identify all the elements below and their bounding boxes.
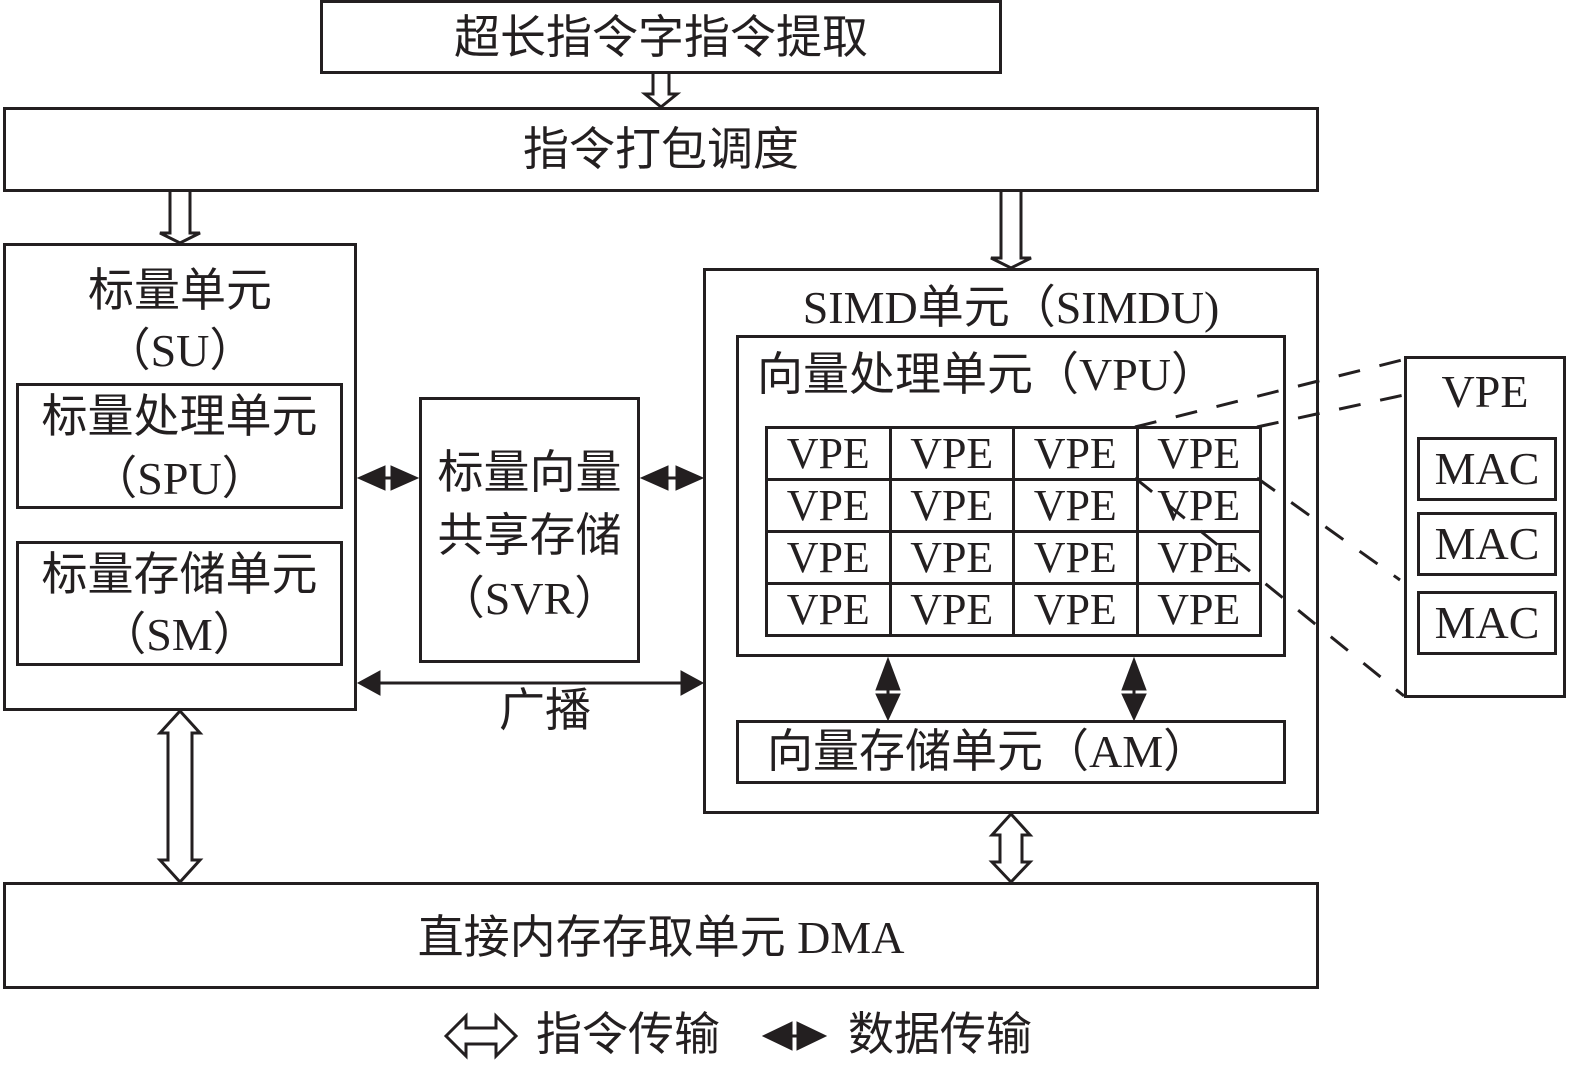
mac-label: MAC [1434, 597, 1540, 648]
instruction-bidir-arrow-icon [988, 811, 1034, 885]
am-box: 向量存储单元（AM） [736, 720, 1286, 784]
vpe-detail-box: VPE MAC MAC MAC [1404, 356, 1566, 698]
svr-line2: 共享存储 [437, 510, 622, 561]
legend-data-label: 数据传输 [848, 1009, 1032, 1060]
dispatch-box: 指令打包调度 [3, 107, 1319, 192]
svr-abbr: （SVR） [438, 573, 621, 624]
instruction-bidir-arrow-icon [156, 708, 204, 885]
vpe-cell: VPE [1135, 426, 1262, 481]
vpe-detail-title: VPE [1441, 366, 1529, 417]
sm-abbr: （SM） [100, 609, 259, 660]
vpe-cell: VPE [1135, 478, 1262, 533]
data-bidir-arrow-icon [356, 465, 420, 491]
vpe-cell: VPE [765, 530, 892, 585]
vpe-cell: VPE [1012, 426, 1139, 481]
vpe-cell: VPE [888, 426, 1015, 481]
svr-line1: 标量向量 [437, 447, 622, 498]
vpe-cell: VPE [888, 530, 1015, 585]
dma-box: 直接内存存取单元 DMA [3, 882, 1319, 989]
mac-label: MAC [1434, 443, 1540, 494]
spu-title: 标量处理单元 [41, 391, 318, 442]
dma-label: 直接内存存取单元 DMA [417, 912, 905, 963]
sm-title: 标量存储单元 [41, 549, 318, 600]
vpu-title: 向量处理单元（VPU） [757, 349, 1218, 400]
scalar-unit-abbr: （SU） [104, 325, 256, 376]
simd-unit-title: SIMD单元（SIMDU) [802, 282, 1220, 333]
mac-box: MAC [1417, 591, 1557, 655]
legend-instruction-label: 指令传输 [536, 1009, 720, 1060]
mac-label: MAC [1434, 518, 1540, 569]
instruction-arrow-icon [990, 192, 1032, 270]
vpe-cell: VPE [765, 426, 892, 481]
vliw-fetch-box: 超长指令字指令提取 [320, 0, 1002, 74]
svr-box: 标量向量 共享存储 （SVR） [419, 397, 640, 663]
vpe-cell: VPE [1012, 478, 1139, 533]
am-title: 向量存储单元（AM） [767, 726, 1210, 777]
vpe-cell: VPE [765, 478, 892, 533]
vpe-cell: VPE [888, 478, 1015, 533]
data-bidir-arrow-icon [639, 465, 705, 491]
vpe-cell: VPE [1135, 582, 1262, 637]
scalar-unit-title: 标量单元 [88, 265, 272, 316]
mac-box: MAC [1417, 512, 1557, 576]
spu-abbr: （SPU） [91, 453, 268, 504]
instruction-arrow-icon [640, 74, 682, 109]
sm-box: 标量存储单元 （SM） [16, 541, 343, 666]
vpe-cell: VPE [888, 582, 1015, 637]
dispatch-label: 指令打包调度 [523, 124, 799, 175]
mac-box: MAC [1417, 437, 1557, 501]
vliw-fetch-label: 超长指令字指令提取 [454, 12, 868, 63]
legend-instruction-arrow-icon [443, 1012, 519, 1060]
vpe-cell: VPE [765, 582, 892, 637]
vpe-cell: VPE [1012, 582, 1139, 637]
vpe-cell: VPE [1012, 530, 1139, 585]
broadcast-label: 广播 [499, 685, 591, 736]
instruction-arrow-icon [159, 192, 201, 245]
vpe-cell: VPE [1135, 530, 1262, 585]
spu-box: 标量处理单元 （SPU） [16, 383, 343, 509]
legend-data-arrow-icon [761, 1021, 828, 1051]
